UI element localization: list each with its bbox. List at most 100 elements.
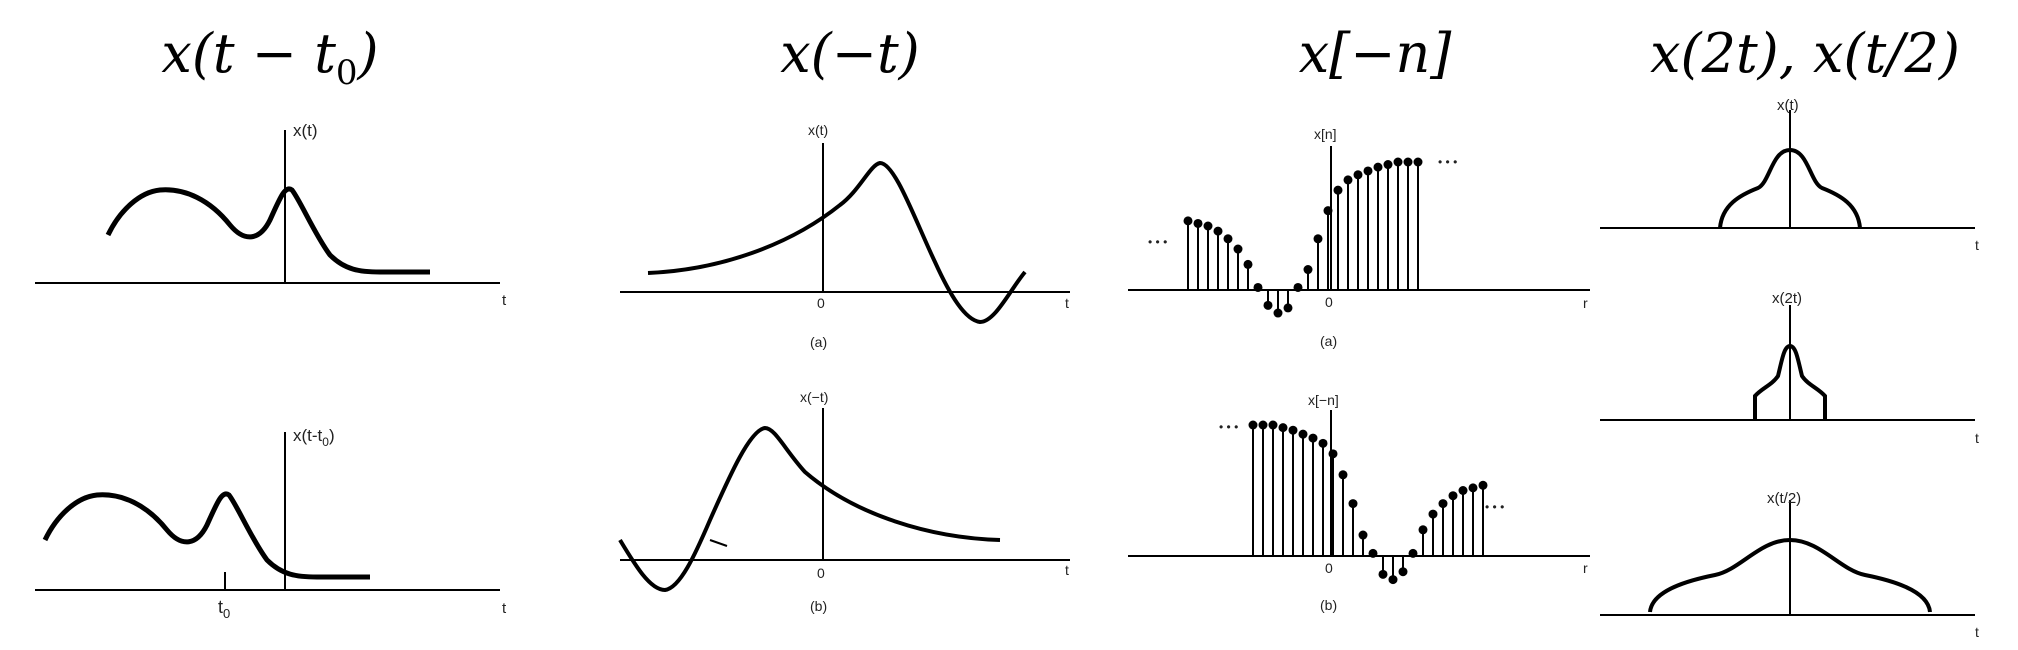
label-x-t: x(t) <box>1777 97 1799 114</box>
x-neg-n-stem-dot <box>1388 575 1398 585</box>
x-n-stem-dot <box>1403 157 1413 167</box>
x-n-stem-dot <box>1313 234 1323 244</box>
x-n-stem-dot <box>1233 244 1243 254</box>
label-dots: • • • <box>1438 155 1457 169</box>
x-n-stem-dot <box>1393 157 1403 167</box>
x-n-stem-dot <box>1323 206 1333 216</box>
x-neg-n-stem-dot <box>1428 509 1438 519</box>
x-neg-n-stem-dot <box>1258 420 1268 430</box>
label-x-t-minus-t0: x(t-t0) <box>293 426 335 449</box>
x-n-stem-dot <box>1253 282 1263 292</box>
x-neg-n-stem-dot <box>1458 486 1468 495</box>
x-neg-n-stem-dot <box>1408 548 1418 558</box>
panel-dt-b <box>1128 410 1590 585</box>
label-t-axis: t <box>502 600 507 617</box>
label-t-axis: t <box>502 292 507 309</box>
x-neg-n-stem-dot <box>1298 429 1308 439</box>
label-zero: 0 <box>1325 560 1333 576</box>
label-zero: 0 <box>1325 294 1333 310</box>
x-neg-n-stem-dot <box>1358 530 1368 540</box>
label-t-axis: t <box>1975 624 1979 640</box>
label-x-neg-n: x[−n] <box>1308 392 1339 408</box>
x-n-stem-dot <box>1303 265 1313 275</box>
label-t-axis: t <box>1975 430 1979 446</box>
x-n-stem-dot <box>1243 259 1253 269</box>
label-x-t-minus-t0-close: ) <box>329 426 335 445</box>
x-n-stem-dot <box>1263 300 1273 310</box>
label-n-axis: r <box>1583 295 1588 311</box>
label-zero: 0 <box>817 295 825 311</box>
x-n-stem-dot <box>1283 303 1293 313</box>
x-neg-n-stem-dot <box>1318 438 1328 448</box>
label-x-t: x(t) <box>293 121 318 140</box>
x-neg-n-stem-dot <box>1398 567 1408 577</box>
label-x-neg-t: x(−t) <box>800 389 828 405</box>
x-n-stem-dot <box>1223 234 1233 244</box>
x-n-stem-dot <box>1413 157 1423 167</box>
label-t0: t0 <box>218 597 230 621</box>
x-n-stem-dot <box>1213 226 1223 236</box>
label-x-t-minus-t0-sub: 0 <box>322 435 329 449</box>
label-caption-a: (a) <box>810 334 827 350</box>
signal-curve-scale-x-t <box>1718 147 1862 229</box>
x-neg-n-stem-dot <box>1368 548 1378 558</box>
x-neg-n-stem-dot <box>1478 480 1488 490</box>
signal-curve-x-neg-t-ct <box>618 425 1001 593</box>
x-n-stem-dot <box>1363 166 1373 176</box>
label-t-axis: t <box>1065 295 1069 311</box>
x-n-stem-dot <box>1383 160 1393 170</box>
x-neg-n-stem-dot <box>1288 425 1298 435</box>
x-neg-n-stem-dot <box>1338 470 1348 480</box>
stray-mark <box>709 539 728 547</box>
title-time-shift-sub: 0 <box>335 52 358 93</box>
label-dots: • • • <box>1485 500 1504 514</box>
label-t0-sub: 0 <box>223 606 230 621</box>
x-n-stem-dot <box>1273 308 1283 318</box>
label-n-axis: r <box>1583 560 1588 576</box>
title-time-shift-close: ) <box>357 22 379 85</box>
label-x-t-over-2: x(t/2) <box>1767 490 1801 507</box>
x-neg-n-stem-dot <box>1418 525 1428 535</box>
signal-curve-scale-x-2t <box>1753 343 1827 420</box>
signal-curve-x-t-ct <box>647 160 1027 325</box>
label-caption-b: (b) <box>1320 597 1337 613</box>
x-neg-n-stem-dot <box>1248 420 1258 430</box>
x-n-stem-dot <box>1333 185 1343 195</box>
title-time-scaling: x(2t), x(t/2) <box>1650 22 1960 85</box>
panel-ct-a <box>620 143 1070 325</box>
x-neg-n-stem-dot <box>1448 491 1458 501</box>
signal-curve-x-t <box>105 186 430 275</box>
panel-x-t <box>35 130 500 284</box>
panel-scale-x2t <box>1600 305 1975 421</box>
label-x-2t: x(2t) <box>1772 290 1802 307</box>
label-zero: 0 <box>817 565 825 581</box>
x-n-stem-dot <box>1353 170 1363 180</box>
panel-ct-b <box>618 408 1070 593</box>
x-neg-n-stem-dot <box>1438 499 1448 509</box>
x-n-stem-dot <box>1343 175 1353 185</box>
stem-plot-x-neg-n <box>1248 420 1488 585</box>
x-neg-n-stem-dot <box>1468 483 1478 493</box>
label-t-axis: t <box>1975 237 1979 253</box>
x-n-stem-dot <box>1373 162 1383 172</box>
x-n-stem-dot <box>1193 218 1203 228</box>
x-neg-n-stem-dot <box>1328 449 1338 459</box>
signal-curve-scale-x-t-over-2 <box>1648 537 1932 613</box>
x-neg-n-stem-dot <box>1308 433 1318 443</box>
x-neg-n-stem-dot <box>1268 420 1278 430</box>
label-x-t: x(t) <box>808 122 828 138</box>
panel-dt-a <box>1128 146 1590 318</box>
x-n-stem-dot <box>1203 221 1213 231</box>
label-caption-b: (b) <box>810 598 827 614</box>
label-t-axis: t <box>1065 562 1069 578</box>
title-time-reversal-dt: x[−n] <box>1298 22 1452 85</box>
title-time-reversal-ct: x(−t) <box>780 22 920 85</box>
signal-curve-x-t-minus-t0 <box>42 491 370 580</box>
panel-scale-xt2 <box>1600 500 1975 616</box>
title-time-shift: x(t − t0) <box>140 22 400 102</box>
x-n-stem-dot <box>1293 282 1303 292</box>
label-x-n: x[n] <box>1314 126 1337 142</box>
label-t0-main: t <box>218 597 223 617</box>
title-time-shift-main: x(t − t <box>161 22 336 85</box>
